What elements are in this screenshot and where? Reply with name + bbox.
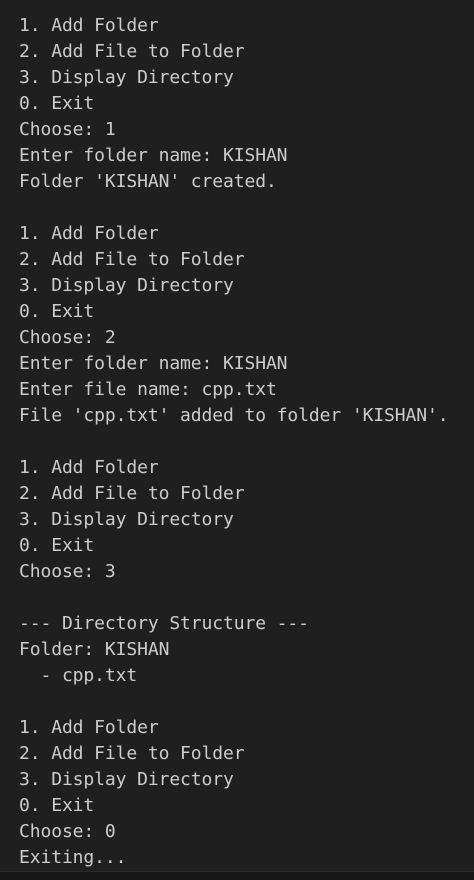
terminal-line: Folder 'KISHAN' created. — [19, 171, 277, 192]
terminal-line: 1. Add Folder — [19, 223, 159, 244]
terminal-line — [19, 689, 474, 715]
terminal-line: Choose: 3 — [19, 561, 116, 582]
terminal-line: Choose: 2 — [19, 327, 116, 348]
terminal-line: 0. Exit — [19, 535, 95, 556]
terminal-line: - cpp.txt — [19, 665, 138, 686]
terminal-line: 3. Display Directory — [19, 769, 234, 790]
terminal-line: 0. Exit — [19, 795, 95, 816]
terminal-line: 3. Display Directory — [19, 509, 234, 530]
terminal-line: 1. Add Folder — [19, 15, 159, 36]
terminal-line: 2. Add File to Folder — [19, 249, 245, 270]
terminal-line — [19, 195, 474, 221]
terminal-line — [19, 585, 474, 611]
terminal-line: Folder: KISHAN — [19, 639, 170, 660]
terminal-line: Exiting... — [19, 847, 127, 868]
bottom-strip — [0, 871, 474, 880]
terminal-line: 2. Add File to Folder — [19, 41, 245, 62]
terminal-line: Enter file name: cpp.txt — [19, 379, 277, 400]
terminal-line: 3. Display Directory — [19, 67, 234, 88]
terminal-line: 0. Exit — [19, 301, 95, 322]
terminal-line: --- Directory Structure --- — [19, 613, 309, 634]
terminal-line: 1. Add Folder — [19, 457, 159, 478]
terminal-line: 2. Add File to Folder — [19, 743, 245, 764]
terminal-line: 0. Exit — [19, 93, 95, 114]
terminal-line: 1. Add Folder — [19, 717, 159, 738]
terminal-line: Enter folder name: KISHAN — [19, 145, 288, 166]
terminal-line: Choose: 1 — [19, 119, 116, 140]
terminal-line: File 'cpp.txt' added to folder 'KISHAN'. — [19, 405, 449, 426]
terminal-line: Enter folder name: KISHAN — [19, 353, 288, 374]
terminal-line: 3. Display Directory — [19, 275, 234, 296]
terminal-line: 2. Add File to Folder — [19, 483, 245, 504]
terminal-line: Choose: 0 — [19, 821, 116, 842]
terminal-line — [19, 429, 474, 455]
